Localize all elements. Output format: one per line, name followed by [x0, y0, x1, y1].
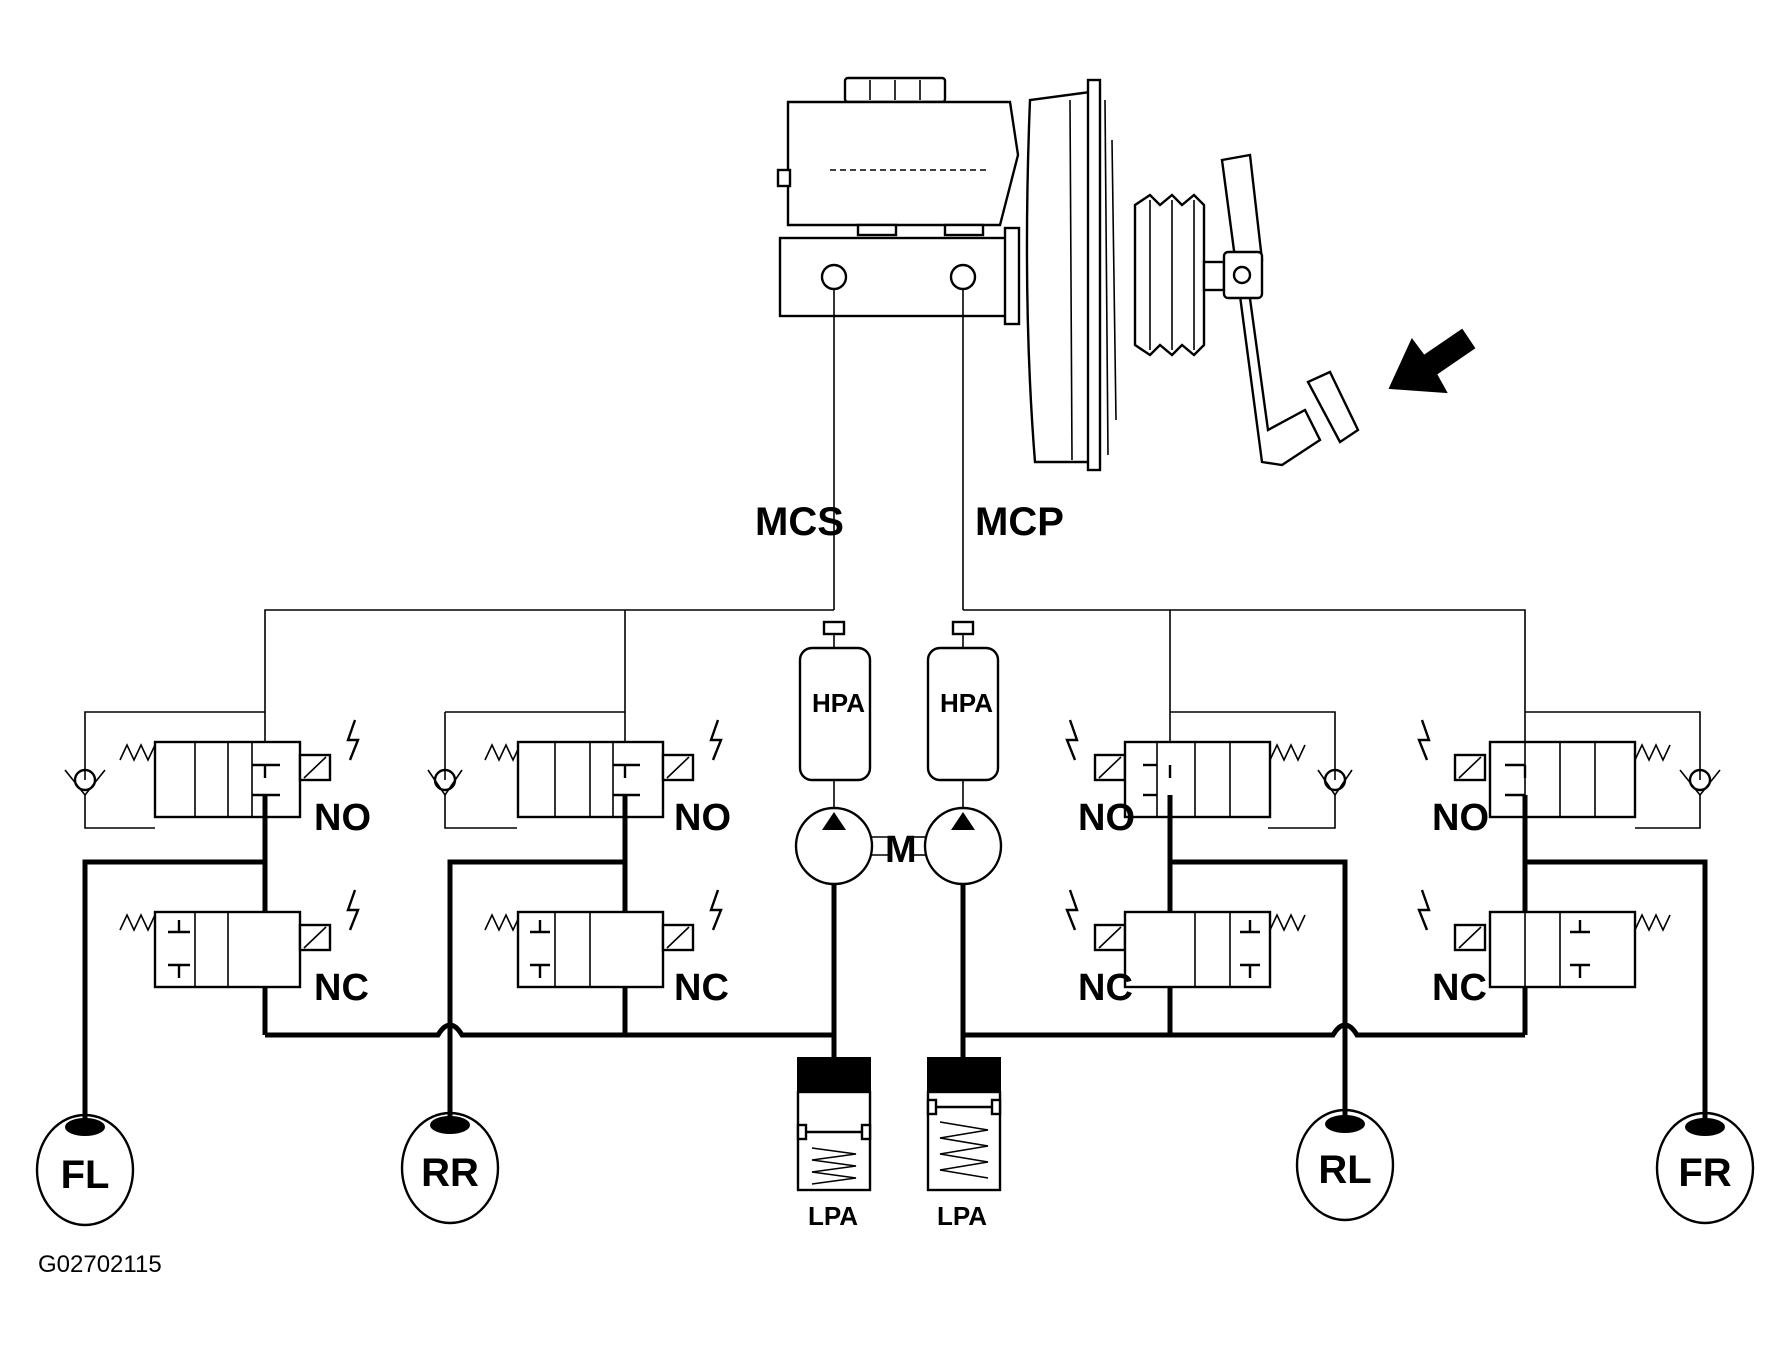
- rr-no-label: NO: [674, 797, 731, 839]
- master-cylinder-icon: [776, 76, 1021, 326]
- accumulator-icon: LPA LPA: [796, 884, 1002, 1231]
- lpa-label-left: LPA: [808, 1201, 858, 1231]
- wheel-brake-icon: RR: [400, 1111, 500, 1225]
- solenoid-valve-icon: [1065, 719, 1306, 819]
- wheel-brake-icon: FL: [35, 1113, 135, 1227]
- push-arrow-icon: [1388, 328, 1476, 394]
- solenoid-valve-icon: [1417, 719, 1671, 819]
- rl-nc-label: NC: [1078, 967, 1133, 1009]
- valve-group-rl: NO NC: [1065, 711, 1353, 1118]
- solenoid-valve-icon: [484, 889, 723, 989]
- figure-id: G02702115: [38, 1251, 162, 1278]
- solenoid-valve-icon: [119, 719, 360, 819]
- wheel-brake-icon: FR: [1655, 1111, 1755, 1225]
- fr-nc-label: NC: [1432, 967, 1487, 1009]
- fr-no-label: NO: [1432, 797, 1489, 839]
- brake-pedal-icon: [1220, 153, 1360, 467]
- rr-nc-label: NC: [674, 967, 729, 1009]
- solenoid-valve-icon: [1065, 889, 1306, 989]
- solenoid-valve-icon: [1417, 889, 1671, 989]
- solenoid-valve-icon: [484, 719, 723, 819]
- wheel-label-rl: RL: [1318, 1148, 1371, 1192]
- return-line-right: [963, 1022, 1525, 1038]
- fl-nc-label: NC: [314, 967, 369, 1009]
- brake-booster-icon: [1025, 78, 1226, 472]
- rl-no-label: NO: [1078, 797, 1135, 839]
- wheel-label-fl: FL: [61, 1153, 110, 1197]
- mcp-label: MCP: [975, 500, 1064, 544]
- motor-label: M: [885, 829, 917, 871]
- hpa-label-left: HPA: [812, 688, 865, 718]
- hpa-right: HPA: [926, 634, 1000, 808]
- hpa-label-right: HPA: [940, 688, 993, 718]
- wheel-brake-icon: RL: [1295, 1108, 1395, 1222]
- return-line-left: [265, 1022, 834, 1038]
- lpa-label-right: LPA: [937, 1201, 987, 1231]
- fl-no-label: NO: [314, 797, 371, 839]
- valve-group-fr: NO NC: [1417, 711, 1721, 1120]
- valve-group-fl: NO NC: [64, 711, 371, 1120]
- hpa-left: HPA: [798, 634, 872, 808]
- solenoid-valve-icon: [119, 889, 360, 989]
- mcs-label: MCS: [755, 500, 844, 544]
- valve-group-rr: NO NC: [427, 711, 731, 1118]
- motor-icon: M: [870, 829, 926, 871]
- wheel-label-rr: RR: [421, 1151, 479, 1195]
- wheel-label-fr: FR: [1678, 1151, 1731, 1195]
